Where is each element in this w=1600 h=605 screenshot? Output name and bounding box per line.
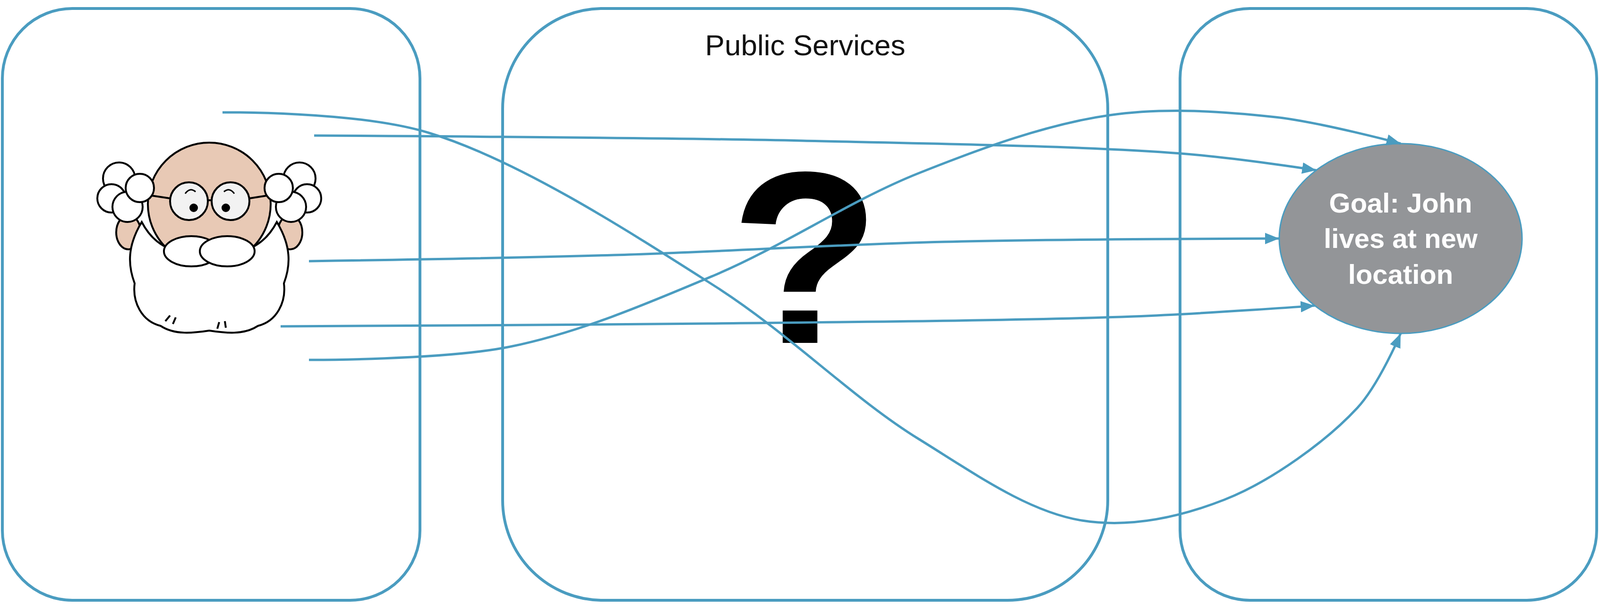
- box-heading: Public Services: [504, 27, 1107, 63]
- flow-arrow: [222, 112, 1401, 523]
- services-box: Public Services?: [501, 7, 1110, 602]
- ellipse-shape: [1279, 143, 1523, 334]
- question-mark: ?: [504, 135, 1107, 381]
- actor-box: [0, 7, 422, 602]
- goal-ellipse: Goal: John lives at new location: [1278, 142, 1523, 335]
- goal-text: Goal: John lives at new location: [1315, 185, 1486, 292]
- goal-area-box: Goal: John lives at new location: [1178, 7, 1599, 602]
